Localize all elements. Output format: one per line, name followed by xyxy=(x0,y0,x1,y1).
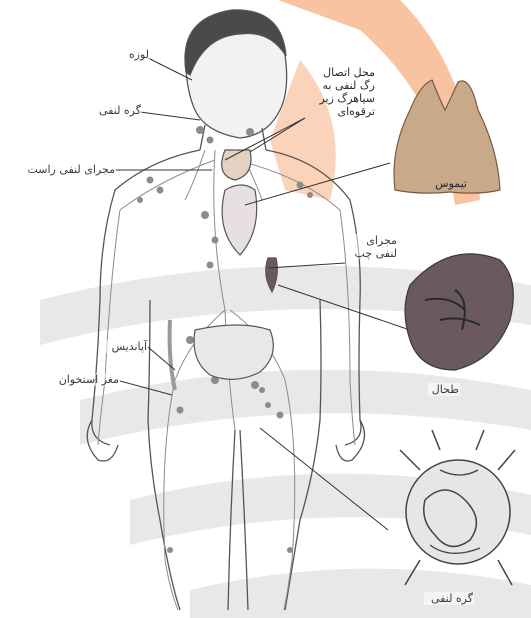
label-spleen: طحال xyxy=(428,383,460,396)
appendix-tube xyxy=(170,320,175,390)
label-tonsil: لوزه xyxy=(118,48,150,61)
label-bone-marrow: مغز استخوان xyxy=(28,373,120,386)
label-lymph-node-top: گره لنفی xyxy=(90,104,142,117)
watermark-gray-band-2 xyxy=(80,370,531,445)
label-left-lymph-duct: مجرای لنفی چپ xyxy=(346,234,398,260)
label-right-lymph-duct: مجرای لنفی راست xyxy=(6,163,116,176)
watermark-gray-band-4 xyxy=(190,569,531,618)
intestine xyxy=(194,325,273,379)
label-thymus: تیموس xyxy=(430,177,468,190)
label-junction: محل اتصال رگ لنفی به سیاهرگ زیر ترقوه‌ای xyxy=(302,66,376,118)
lymph-node-illustration xyxy=(400,430,515,585)
heart xyxy=(222,185,257,255)
label-appendix: آپاندیس xyxy=(100,340,148,353)
label-lymph-node-bottom: گره لنفی xyxy=(424,592,474,605)
right-hand xyxy=(336,420,365,461)
